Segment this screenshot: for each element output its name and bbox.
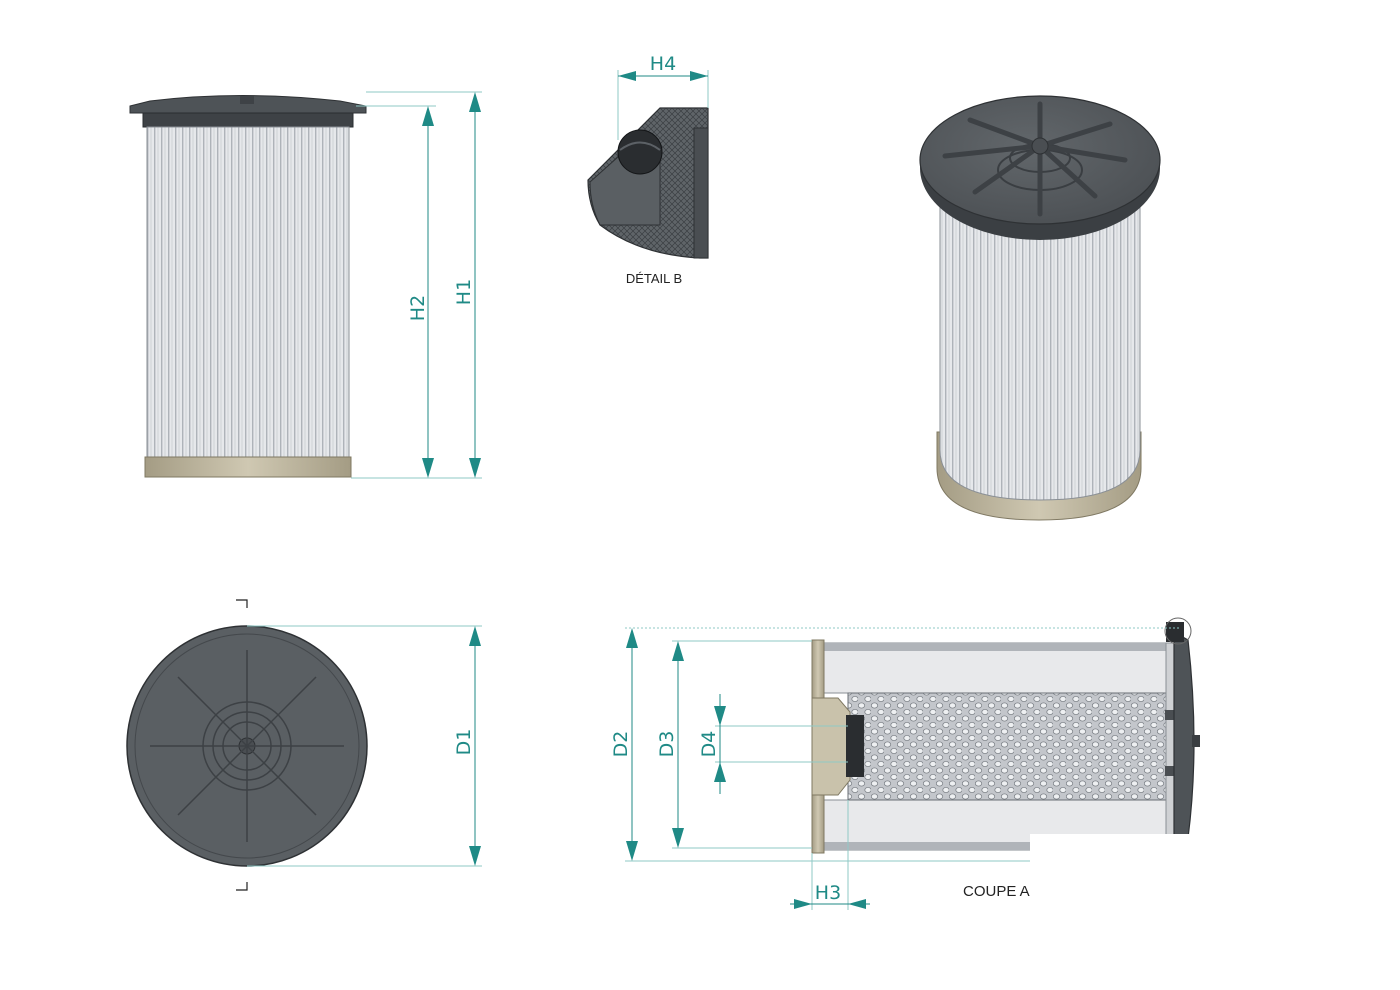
- top-view: [126, 599, 368, 891]
- label-d1: D1: [453, 729, 475, 756]
- dimension-h1-h2: [351, 91, 482, 479]
- label-detail-b: DÉTAIL B: [626, 271, 682, 286]
- label-d4: D4: [698, 731, 720, 758]
- label-d2: D2: [610, 731, 632, 758]
- label-h4: H4: [650, 53, 676, 75]
- dimension-d1: [247, 625, 482, 867]
- isometric-view: [919, 95, 1161, 521]
- label-h3: H3: [815, 882, 841, 904]
- side-view: [129, 95, 367, 478]
- dimension-d2-d3-d4: [625, 627, 1180, 910]
- label-h2: H2: [407, 295, 429, 321]
- label-d3: D3: [656, 731, 678, 758]
- detail-b-view: [587, 70, 709, 259]
- label-section-a: COUPE A: [963, 883, 1030, 900]
- label-h1: H1: [453, 279, 475, 305]
- dimension-arrows-h: [422, 92, 481, 478]
- section-a-view: [811, 617, 1200, 854]
